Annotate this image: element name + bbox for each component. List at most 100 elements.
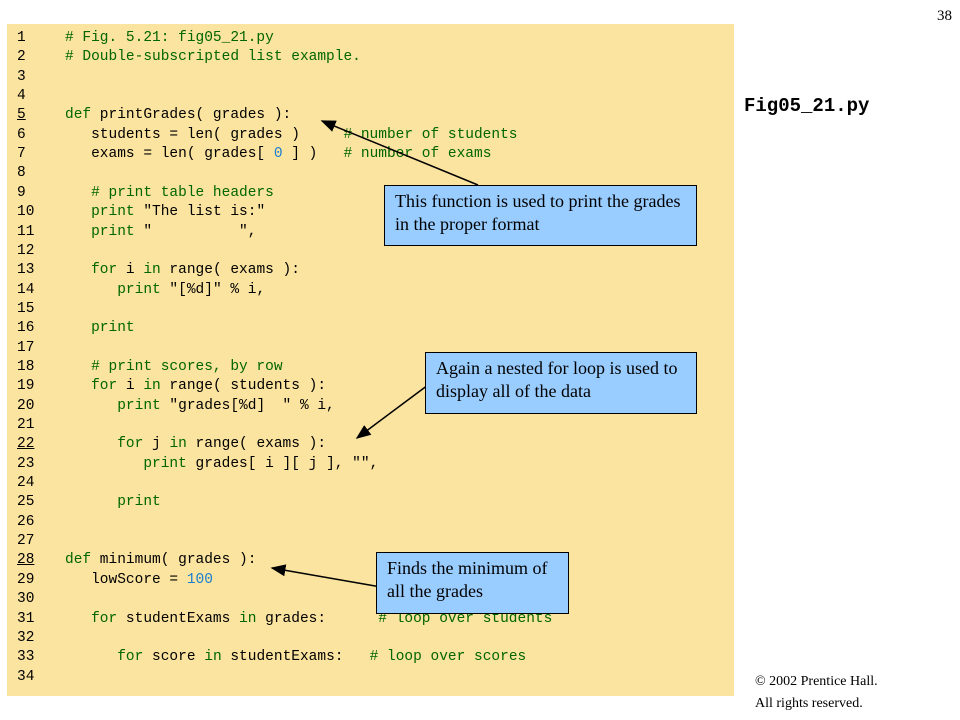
code-text: printGrades( grades ):: [91, 107, 292, 124]
code-keyword: print: [91, 204, 135, 221]
code-text: i: [117, 262, 144, 279]
line-number: 23: [17, 455, 35, 472]
line-number: 8: [17, 165, 26, 182]
code-line: 23 print grades[ i ][ j ], "",: [17, 455, 378, 474]
code-text: exams = len( grades[: [65, 146, 274, 163]
code-keyword: in: [143, 378, 161, 395]
line-number: 32: [17, 629, 35, 646]
code-line: 21: [17, 416, 65, 435]
code-comment: # print scores, by row: [91, 358, 283, 375]
code-line: 31 for studentExams in grades: # loop ov…: [17, 610, 552, 629]
code-comment: # print table headers: [91, 184, 274, 201]
code-line: 6 students = len( grades ) # number of s…: [17, 126, 517, 145]
code-text: " ",: [134, 223, 257, 240]
line-number: 14: [17, 281, 35, 298]
code-keyword: for: [91, 610, 118, 627]
code-keyword: for: [91, 378, 118, 395]
code-line: 8: [17, 164, 65, 183]
copyright-line-1: © 2002 Prentice Hall.: [755, 674, 878, 689]
code-line: 13 for i in range( exams ):: [17, 261, 300, 280]
loop-note-arrow: [355, 384, 429, 439]
line-number: 33: [17, 649, 35, 666]
code-text: range( exams ):: [186, 436, 327, 453]
line-number: 6: [17, 126, 26, 143]
code-line: 20 print "grades[%d] " % i,: [17, 397, 335, 416]
line-number: 34: [17, 668, 35, 685]
code-text: students = len( grades ): [65, 126, 344, 143]
code-text: studentExams: [117, 610, 240, 627]
code-number: 0: [273, 146, 283, 163]
line-number: 15: [17, 300, 35, 317]
code-text: range( students ):: [160, 378, 327, 395]
code-keyword: print: [91, 320, 135, 337]
line-number: 27: [17, 533, 35, 550]
line-number: 17: [17, 339, 35, 356]
code-comment: # Double-subscripted list example.: [65, 49, 361, 66]
code-line: 30: [17, 590, 65, 609]
code-line: 29 lowScore = 100: [17, 571, 213, 590]
code-line: 27: [17, 532, 65, 551]
code-line: 12: [17, 242, 65, 261]
code-text: "[%d]" % i,: [160, 281, 266, 298]
line-number: 1: [17, 30, 26, 46]
code-text: studentExams:: [221, 649, 370, 666]
line-number: 18: [17, 358, 35, 375]
code-keyword: def: [65, 107, 92, 124]
code-line: 3: [17, 68, 65, 87]
line-number: 3: [17, 68, 26, 85]
code-keyword: print: [117, 281, 161, 298]
minimum-note-callout: Finds the minimum of all the grades: [376, 552, 569, 614]
line-number: 20: [17, 397, 35, 414]
code-text: lowScore =: [65, 571, 187, 588]
line-number: 4: [17, 88, 26, 105]
minimum-note-arrow: [270, 564, 382, 588]
page-number: 38: [937, 8, 952, 24]
code-comment: # loop over scores: [369, 649, 527, 666]
line-number: 2: [17, 49, 26, 66]
line-number: 26: [17, 513, 35, 530]
line-number: 29: [17, 571, 35, 588]
code-text: score: [143, 649, 205, 666]
line-number: 21: [17, 417, 35, 433]
code-keyword: print: [143, 455, 187, 472]
code-text: grades[ i ][ j ], "",: [186, 455, 379, 472]
code-comment: # loop over students: [378, 610, 553, 627]
line-number: 12: [17, 242, 35, 259]
code-keyword: in: [239, 610, 257, 627]
code-line: 7 exams = len( grades[ 0 ] ) # number of…: [17, 145, 491, 164]
code-line: 33 for score in studentExams: # loop ove…: [17, 648, 526, 667]
code-comment: # number of exams: [343, 146, 492, 163]
code-line: 11 print " ",: [17, 223, 256, 242]
line-number: 30: [17, 591, 35, 608]
line-number: 31: [17, 610, 35, 627]
code-line: 14 print "[%d]" % i,: [17, 281, 265, 300]
code-text: ] ): [282, 146, 344, 163]
code-line: 1# Fig. 5.21: fig05_21.py: [17, 29, 274, 48]
code-line: 24: [17, 474, 65, 493]
code-keyword: print: [117, 494, 161, 511]
code-text: "grades[%d] " % i,: [160, 397, 335, 414]
line-number: 24: [17, 475, 35, 492]
code-keyword: in: [204, 649, 222, 666]
code-text: j: [143, 436, 170, 453]
code-line: 17: [17, 339, 65, 358]
code-keyword: print: [91, 223, 135, 240]
code-text: minimum( grades ):: [91, 552, 257, 569]
code-line: 34: [17, 668, 65, 687]
code-keyword: def: [65, 552, 92, 569]
line-number: 19: [17, 378, 35, 395]
code-line: 18 # print scores, by row: [17, 358, 283, 377]
copyright-line-2: All rights reserved.: [755, 696, 863, 711]
line-number: 11: [17, 223, 35, 240]
code-line: 19 for i in range( students ):: [17, 377, 326, 396]
line-number: 16: [17, 320, 35, 337]
function-note-callout: This function is used to print the grade…: [384, 185, 697, 246]
line-number: 9: [17, 184, 26, 201]
code-text: range( exams ):: [160, 262, 300, 279]
code-text: "The list is:": [134, 204, 266, 221]
function-note-arrow: [320, 120, 479, 186]
